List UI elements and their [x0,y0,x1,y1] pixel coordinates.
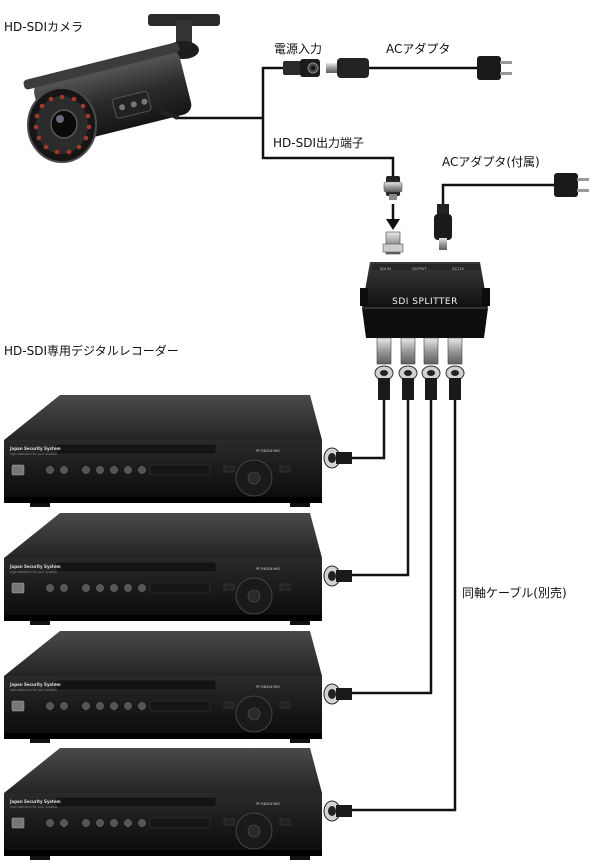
recorder-brand: Japan Security System [9,446,61,451]
recorder-bnc-input [323,683,352,705]
hd-sdi-camera [23,14,220,163]
ac-adapter [477,56,512,80]
recorder-tagline: high definition for your solution [10,570,57,574]
recorder-1: Japan Security System high definition fo… [4,395,352,507]
recorder-brand: Japan Security System [9,682,61,687]
connection-lines [175,66,555,812]
ac-adapter-included-label: ACアダプタ(付属) [442,155,540,169]
sdi-splitter: SDI IN OUTPUT DC12V SDI SPLITTER [360,231,490,365]
recorder-model: PF-RN2049HD [256,802,280,806]
down-arrow-icon [386,204,400,230]
power-input-jack [283,59,320,77]
coax-cable-label: 同軸ケーブル(別売) [462,586,567,600]
sdi-bnc-connector [383,176,403,200]
recorder-tagline: high definition for your solution [10,688,57,692]
ac-adapter-label: ACアダプタ [386,42,451,56]
coax-cable-4 [352,400,457,812]
recorder-3: Japan Security System high definition fo… [4,631,352,743]
recorder-group-label: HD-SDI専用デジタルレコーダー [4,344,179,358]
included-adapter-cable [441,183,555,205]
recorder-bnc-input [323,800,352,822]
svg-text:OUTPUT: OUTPUT [412,267,427,271]
coax-plugs-top [374,365,465,400]
dc-plug [326,58,369,78]
recorder-model: PF-RN2049HD [256,567,280,571]
sdi-output-label: HD-SDI出力端子 [273,136,364,150]
recorder-bnc-input [323,447,352,469]
recorder-2: Japan Security System high definition fo… [4,513,352,625]
coax-cable-3 [352,400,433,695]
recorder-model: PF-RN2049HD [256,685,280,689]
svg-text:SDI IN: SDI IN [380,267,391,271]
recorder-tagline: high definition for your solution [10,452,57,456]
sdi-output-cable [261,118,395,178]
recorder-4: Japan Security System high definition fo… [4,748,352,860]
ir-led-ring [33,94,92,155]
splitter-power-plug [434,204,452,250]
coax-cable-2 [352,400,410,577]
ac-adapter-included [554,173,589,197]
coax-cable-1 [352,400,386,460]
power-cable [261,66,285,118]
svg-text:DC12V: DC12V [452,267,465,271]
recorder-brand: Japan Security System [9,799,61,804]
recorders: Japan Security System high definition fo… [4,395,352,860]
power-input-label: 電源入力 [274,42,323,56]
recorder-brand: Japan Security System [9,564,61,569]
recorder-model: PF-RN2049HD [256,449,280,453]
splitter-name-label: SDI SPLITTER [392,297,458,307]
recorder-bnc-input [323,565,352,587]
recorder-tagline: high definition for your solution [10,805,57,809]
camera-label: HD-SDIカメラ [4,20,83,34]
